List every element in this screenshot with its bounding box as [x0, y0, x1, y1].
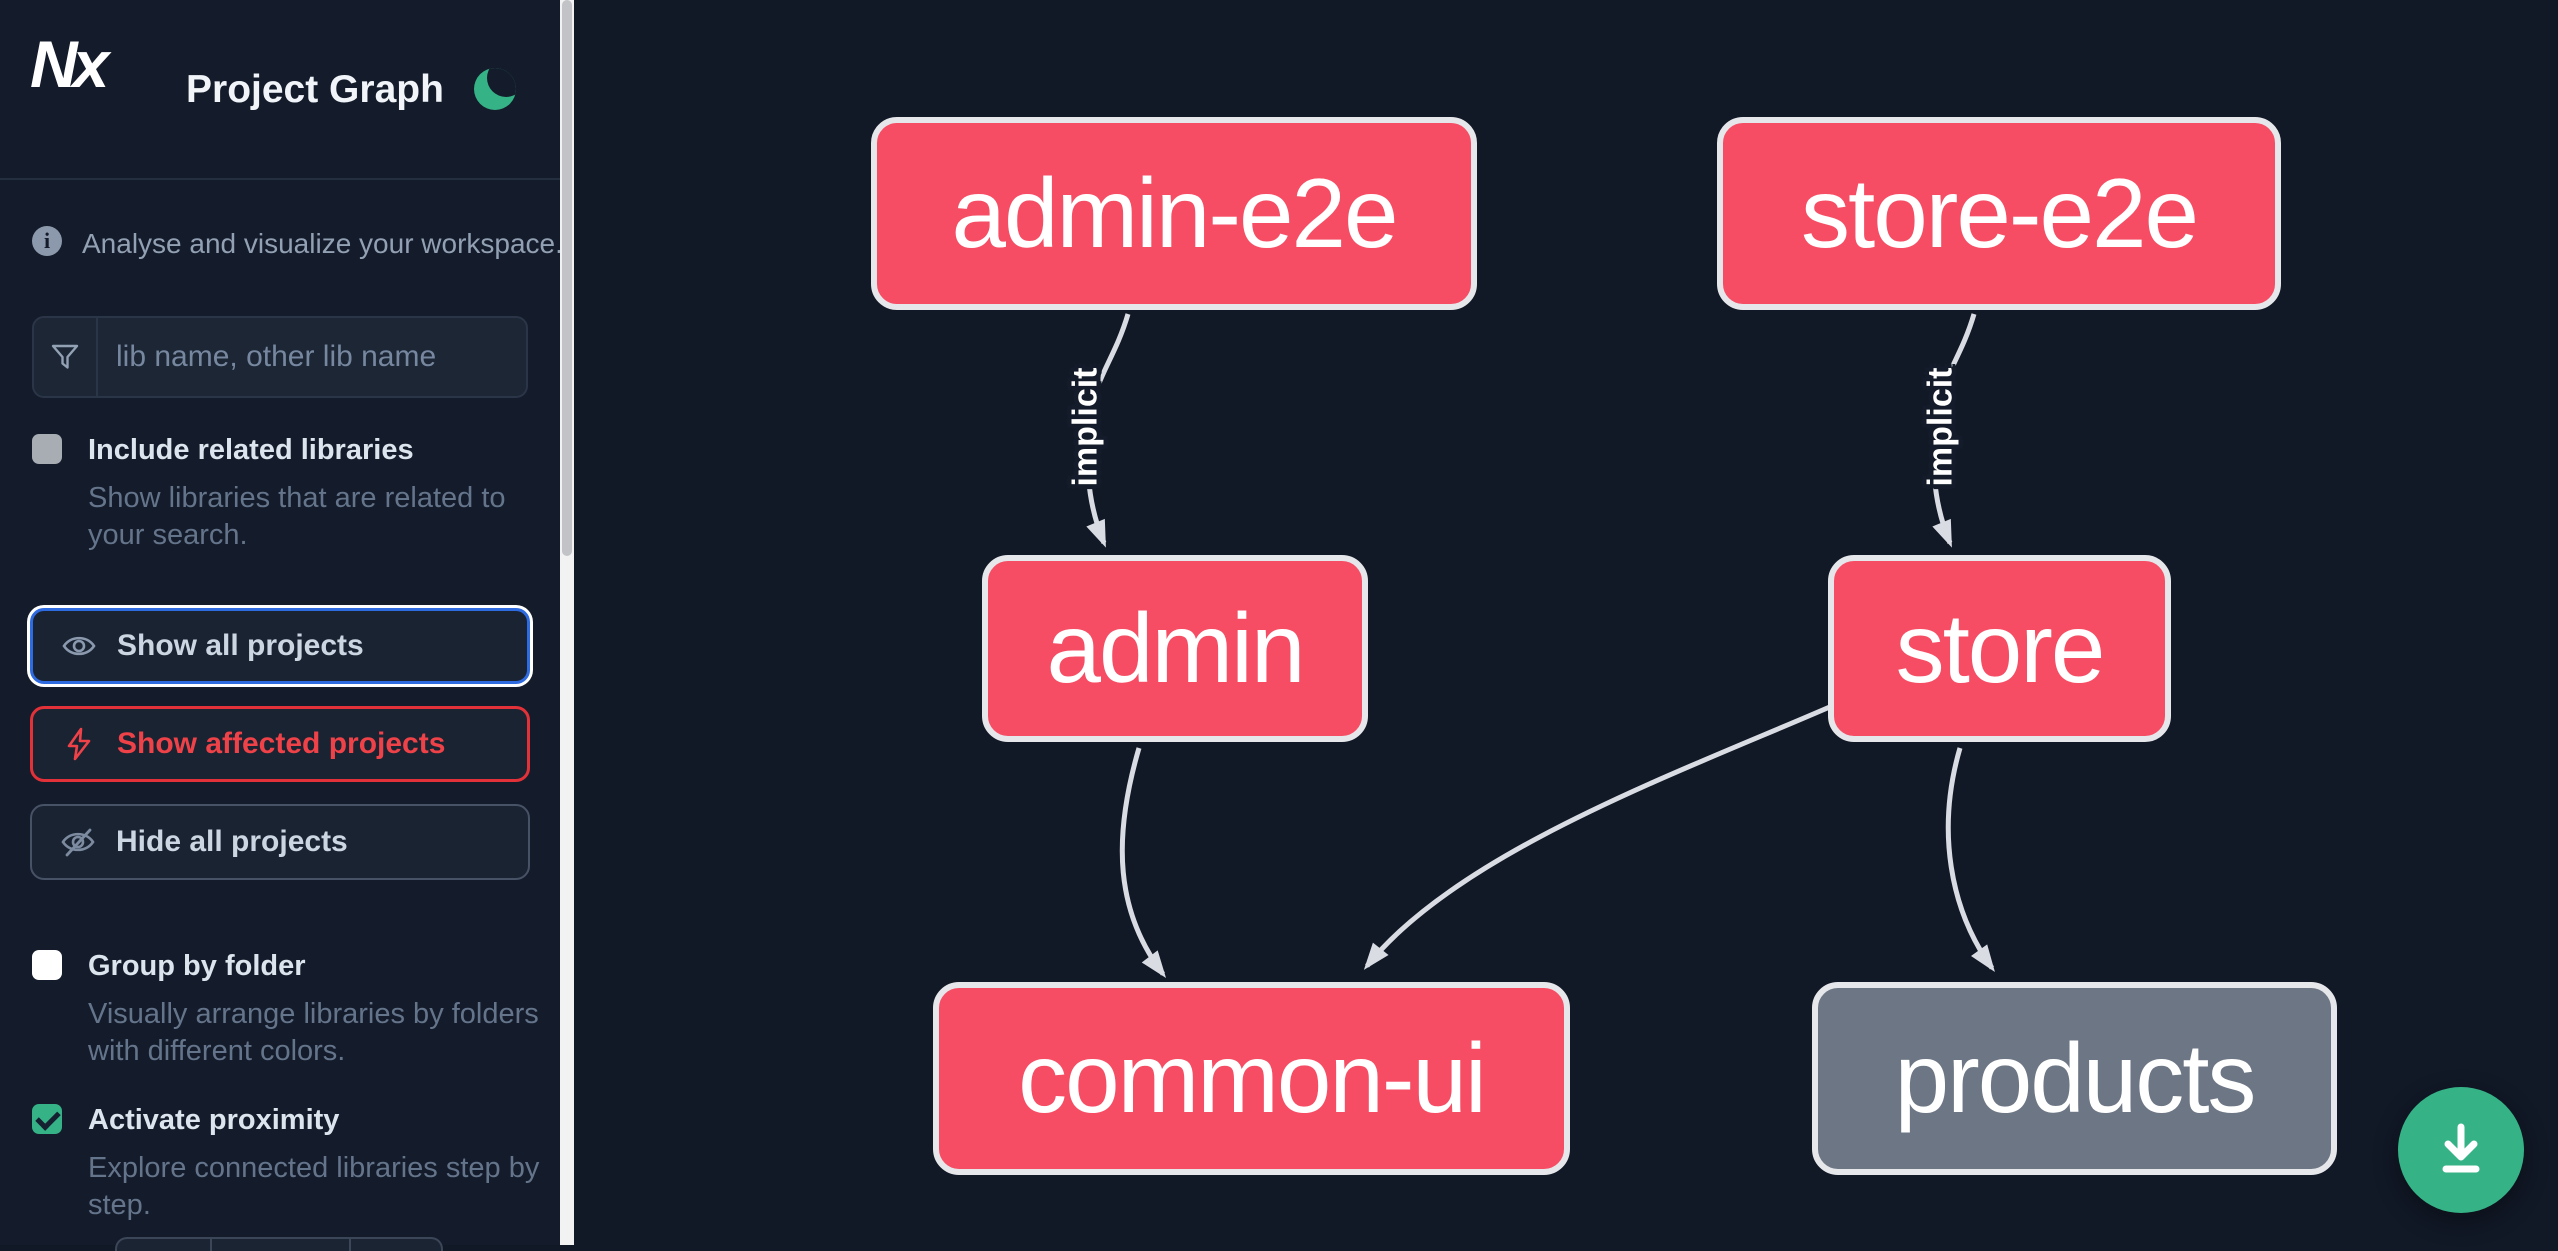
filter-icon — [34, 318, 98, 396]
graph-node-admin[interactable]: admin — [982, 555, 1368, 742]
edge-label-admin-e2e-to-admin: implicit — [1066, 367, 1105, 487]
sidebar-scrollbar[interactable] — [560, 0, 574, 1245]
project-graph-canvas[interactable]: implicit implicit admin-e2e store-e2e admin s… — [574, 0, 2558, 1245]
checkbox-include-related-libraries[interactable] — [32, 434, 62, 464]
checkbox-description: Show libraries that are related to your … — [88, 482, 506, 551]
sidebar-header: Nx Project Graph — [0, 0, 560, 180]
checkbox-activate-proximity[interactable] — [32, 1104, 62, 1134]
graph-edge-admin-to-common-ui[interactable] — [1119, 747, 1167, 978]
search-input[interactable] — [98, 318, 526, 396]
checkbox-description: Explore connected libraries step by step… — [88, 1152, 540, 1221]
info-icon: i — [32, 226, 62, 256]
graph-edge-store-e2e-to-store[interactable] — [1930, 313, 1977, 548]
eye-icon — [61, 628, 97, 664]
graph-edge-store-to-common-ui[interactable] — [1363, 703, 1833, 970]
hide-all-projects-button[interactable]: Hide all projects — [30, 804, 530, 880]
bolt-icon — [61, 726, 97, 762]
eye-off-icon — [60, 824, 96, 860]
button-label: Show all projects — [117, 629, 364, 662]
checkbox-group-by-folder[interactable] — [32, 950, 62, 980]
download-icon — [2426, 1113, 2496, 1188]
scrollbar-thumb[interactable] — [562, 0, 572, 556]
checkbox-label[interactable]: Group by folder — [88, 950, 306, 982]
checkbox-description: Visually arrange libraries by folders wi… — [88, 998, 539, 1067]
nx-logo: Nx — [30, 27, 109, 101]
library-filter — [32, 316, 528, 398]
show-affected-projects-button[interactable]: Show affected projects — [30, 706, 530, 782]
show-all-projects-button[interactable]: Show all projects — [30, 608, 530, 684]
button-label: Show affected projects — [117, 727, 446, 760]
checkbox-label[interactable]: Activate proximity — [88, 1104, 340, 1136]
graph-node-store[interactable]: store — [1828, 555, 2171, 742]
intro-text: Analyse and visualize your workspace. — [82, 228, 563, 259]
graph-edge-admin-e2e-to-admin[interactable] — [1084, 313, 1131, 548]
graph-node-products[interactable]: products — [1812, 982, 2337, 1175]
graph-node-common-ui[interactable]: common-ui — [933, 982, 1570, 1175]
sidebar: Nx Project Graph i Analyse and visualize… — [0, 0, 574, 1251]
checkbox-label[interactable]: Include related libraries — [88, 434, 414, 466]
proximity-stepper[interactable] — [115, 1237, 443, 1251]
button-label: Hide all projects — [116, 825, 348, 858]
page-title: Project Graph — [186, 68, 444, 111]
graph-edge-store-to-products[interactable] — [1945, 747, 1995, 973]
edge-label-store-e2e-to-store: implicit — [1921, 367, 1960, 487]
theme-toggle-moon-icon[interactable] — [474, 68, 516, 110]
graph-node-store-e2e[interactable]: store-e2e — [1717, 117, 2281, 310]
graph-node-admin-e2e[interactable]: admin-e2e — [871, 117, 1477, 310]
check-icon — [35, 1105, 61, 1131]
download-graph-button[interactable] — [2398, 1087, 2524, 1213]
